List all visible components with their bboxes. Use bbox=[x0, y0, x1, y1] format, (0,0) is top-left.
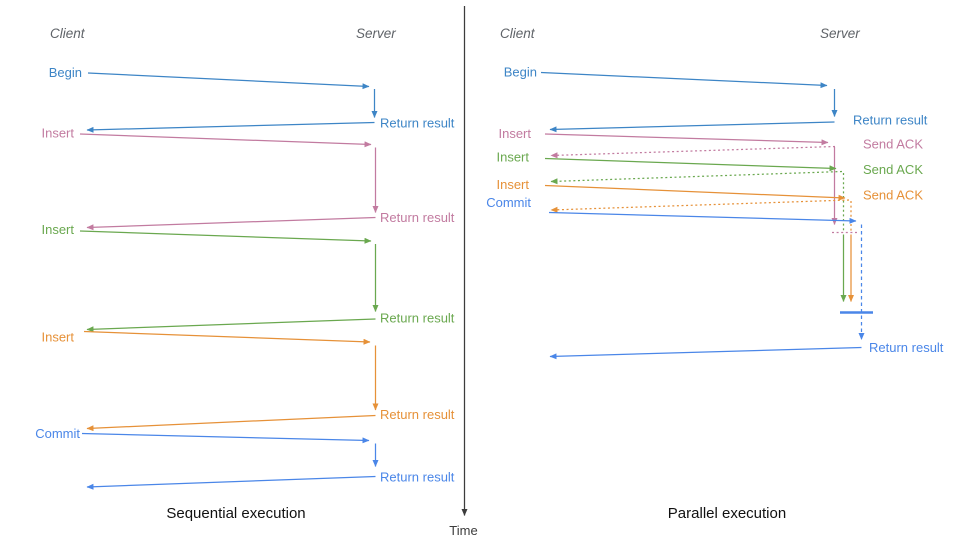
seq-insert2-label: Insert bbox=[41, 222, 74, 237]
par-insert3-request-line bbox=[544, 184, 846, 201]
time-axis-label: Time bbox=[449, 523, 477, 538]
seq-insert1-request-line bbox=[79, 133, 372, 148]
par-server-header: Server bbox=[820, 26, 860, 41]
seq-insert1-label: Insert bbox=[41, 126, 74, 141]
seq-begin-request-line bbox=[87, 72, 370, 90]
seq-client-header: Client bbox=[50, 26, 86, 41]
seq-commit-return-line bbox=[86, 475, 376, 490]
parallel-diagram: Client Server Begin Return result Insert… bbox=[486, 26, 944, 522]
seq-insert2-lines bbox=[79, 230, 379, 333]
par-begin-return-line bbox=[549, 121, 835, 133]
seq-commit-return-label: Return result bbox=[380, 470, 455, 485]
seq-insert2-request-line bbox=[79, 230, 372, 244]
par-insert2-request-line bbox=[544, 157, 837, 172]
par-commit-request-line bbox=[548, 211, 857, 224]
par-begin-return-label: Return result bbox=[853, 113, 928, 128]
par-insert2-ack-line bbox=[550, 170, 843, 185]
par-insert1-ack-label: Send ACK bbox=[863, 137, 923, 152]
seq-insert3-request-line bbox=[83, 330, 371, 345]
seq-begin-lines bbox=[86, 72, 378, 133]
par-insert3-label: Insert bbox=[496, 177, 529, 192]
par-insert1-lines bbox=[544, 133, 858, 234]
sequential-diagram: Client Server Begin Return result Insert… bbox=[35, 26, 455, 522]
par-begin-request-line bbox=[540, 71, 828, 89]
seq-insert3-lines bbox=[83, 330, 379, 432]
parallel-title: Parallel execution bbox=[668, 505, 786, 522]
par-commit-return-label: Return result bbox=[869, 340, 944, 355]
sequential-title: Sequential execution bbox=[166, 505, 305, 522]
par-commit-label: Commit bbox=[486, 195, 531, 210]
par-insert2-lines bbox=[544, 157, 847, 302]
seq-commit-lines bbox=[81, 432, 379, 490]
seq-insert1-lines bbox=[79, 133, 379, 231]
par-insert3-ack-line bbox=[550, 199, 850, 213]
time-axis: Time bbox=[449, 6, 478, 538]
seq-insert3-label: Insert bbox=[41, 330, 74, 345]
par-client-header: Client bbox=[500, 26, 536, 41]
par-insert2-ack-label: Send ACK bbox=[863, 162, 923, 177]
seq-begin-return-line bbox=[86, 121, 375, 133]
par-insert3-ack-label: Send ACK bbox=[863, 188, 923, 203]
seq-insert3-return-line bbox=[86, 414, 376, 432]
seq-insert1-return-label: Return result bbox=[380, 210, 455, 225]
par-insert2-label: Insert bbox=[496, 150, 529, 165]
par-insert3-lines bbox=[544, 184, 854, 302]
par-insert1-label: Insert bbox=[498, 126, 531, 141]
seq-commit-label: Commit bbox=[35, 426, 80, 441]
par-commit-return-line bbox=[549, 346, 862, 360]
seq-insert3-return-label: Return result bbox=[380, 407, 455, 422]
seq-insert1-return-line bbox=[86, 216, 376, 231]
seq-commit-request-line bbox=[81, 432, 370, 444]
seq-insert2-return-label: Return result bbox=[380, 311, 455, 326]
seq-insert2-return-line bbox=[86, 318, 376, 333]
seq-begin-label: Begin bbox=[49, 65, 82, 80]
par-begin-lines bbox=[540, 71, 838, 133]
par-insert1-ack-line bbox=[550, 145, 836, 159]
par-commit-lines bbox=[548, 211, 873, 360]
seq-server-header: Server bbox=[356, 26, 396, 41]
seq-begin-return-label: Return result bbox=[380, 116, 455, 131]
par-insert1-request-line bbox=[544, 133, 829, 146]
par-begin-label: Begin bbox=[504, 65, 537, 80]
